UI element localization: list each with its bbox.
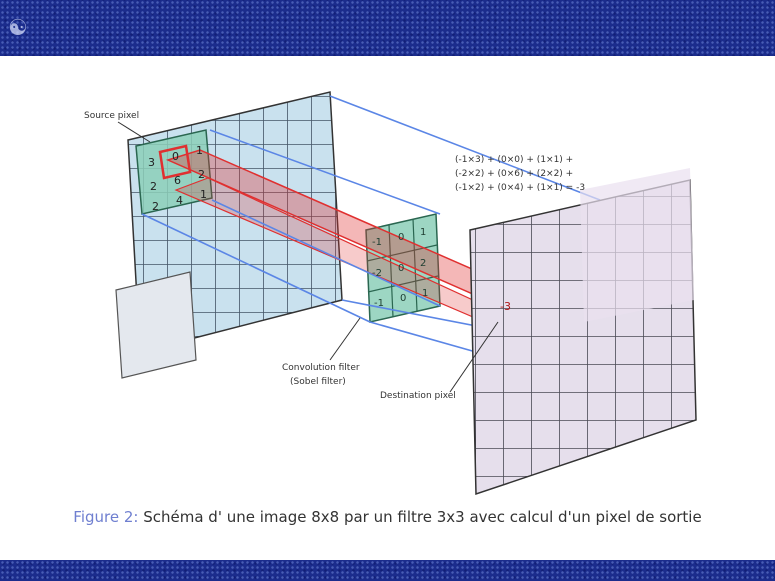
header-texture bbox=[0, 0, 775, 56]
source-pixel-label: Source pixel bbox=[84, 111, 139, 121]
source-digit: 1 bbox=[196, 144, 203, 157]
kernel-value: -2 bbox=[372, 268, 382, 279]
kernel-value: 1 bbox=[422, 288, 428, 299]
source-digit: 2 bbox=[152, 200, 159, 213]
figure-label: Figure 2: bbox=[73, 508, 139, 526]
kernel-values: -1 0 1 -2 0 2 -1 0 1 bbox=[372, 227, 428, 309]
source-image-plane bbox=[115, 91, 343, 379]
kernel-value: -1 bbox=[372, 237, 382, 248]
equation-line-3: (-1×2) + (0×4) + (1×1) = -3 bbox=[455, 183, 585, 193]
footer-band bbox=[0, 560, 775, 581]
figure-caption-text: Schéma d' une image 8x8 par un filtre 3x… bbox=[143, 508, 702, 526]
filter-label: Convolution filter bbox=[282, 363, 360, 373]
kernel-value: 2 bbox=[420, 258, 426, 269]
source-digit: 0 bbox=[172, 150, 179, 163]
filter-label-sub: (Sobel filter) bbox=[290, 377, 346, 387]
source-digit: 1 bbox=[200, 188, 207, 201]
source-digits: 3 0 1 2 6 2 2 4 1 bbox=[148, 144, 207, 213]
source-window-highlight bbox=[135, 129, 213, 215]
source-digit: 2 bbox=[198, 168, 205, 181]
source-digit: 3 bbox=[148, 156, 155, 169]
kernel-value: 1 bbox=[420, 227, 426, 238]
destination-pixel-label: Destination pixel bbox=[380, 391, 456, 401]
output-image-plane bbox=[469, 168, 697, 496]
header-band: ☯ bbox=[0, 0, 775, 56]
equation-line-2: (-2×2) + (0×6) + (2×2) + bbox=[455, 169, 573, 179]
source-center-pixel bbox=[158, 144, 192, 180]
source-digit: 2 bbox=[150, 180, 157, 193]
filter-pointer bbox=[329, 317, 361, 361]
kernel-value: 0 bbox=[398, 263, 404, 274]
source-pointer bbox=[117, 121, 151, 143]
kernel-value: 0 bbox=[398, 232, 404, 243]
destination-pointer bbox=[449, 321, 499, 393]
source-digit: 6 bbox=[174, 174, 181, 187]
output-value: -3 bbox=[500, 300, 511, 313]
kernel-value: 0 bbox=[400, 293, 406, 304]
source-digit: 4 bbox=[176, 194, 183, 207]
logo-mark-icon: ☯ bbox=[8, 16, 28, 41]
footer-texture bbox=[0, 560, 775, 581]
figure-caption: Figure 2: Schéma d' une image 8x8 par un… bbox=[0, 508, 775, 526]
kernel-value: -1 bbox=[374, 298, 384, 309]
equation-line-1: (-1×3) + (0×0) + (1×1) + bbox=[455, 155, 573, 165]
